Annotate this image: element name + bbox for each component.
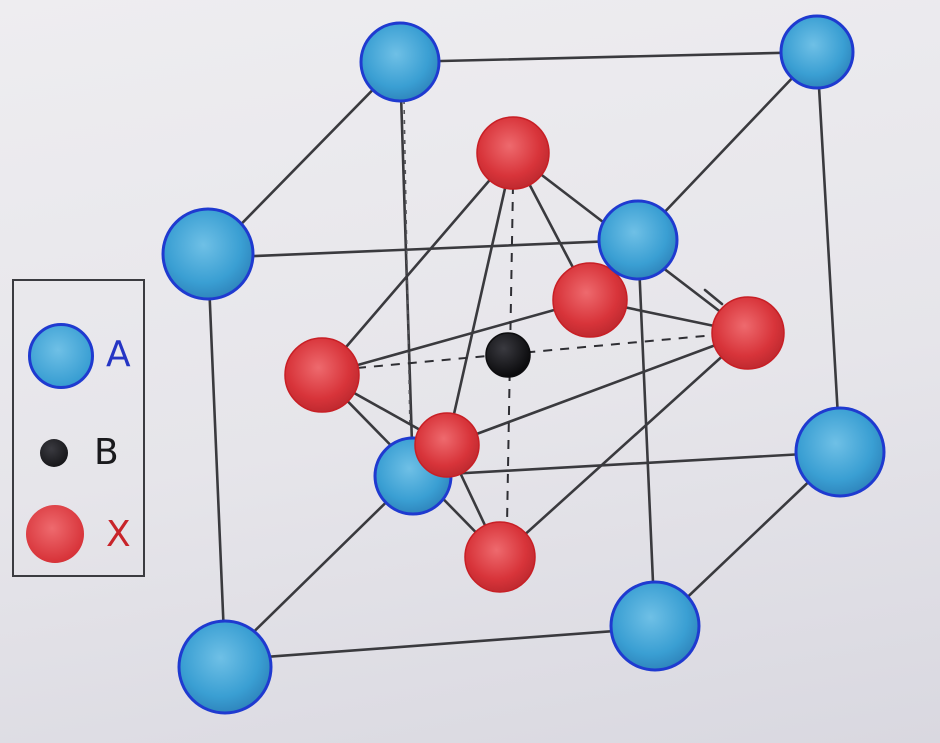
atom-a bbox=[609, 580, 701, 672]
legend-swatch-a bbox=[28, 323, 94, 389]
cube-edge bbox=[636, 238, 657, 630]
atom-x bbox=[284, 337, 360, 413]
atom-a bbox=[779, 14, 855, 90]
legend: A B X bbox=[12, 279, 145, 577]
cube-edge bbox=[411, 450, 842, 478]
atom-a bbox=[359, 21, 441, 103]
cube-edge bbox=[398, 60, 415, 478]
octahedron-edge bbox=[445, 151, 515, 447]
cube-edge bbox=[815, 50, 842, 454]
atom-x bbox=[711, 296, 785, 370]
octahedron-edge bbox=[498, 331, 750, 559]
cube-edge bbox=[636, 50, 819, 242]
octahedron-edge bbox=[445, 331, 750, 447]
legend-swatch-x bbox=[26, 505, 84, 563]
cube-edge bbox=[398, 50, 819, 64]
horizontal-axis bbox=[356, 334, 716, 369]
atom-a bbox=[597, 199, 679, 281]
atom-x bbox=[476, 116, 550, 190]
atom-a bbox=[794, 406, 886, 498]
x-atoms-back bbox=[476, 116, 785, 370]
a-atoms-front bbox=[161, 207, 701, 715]
cube-edge bbox=[223, 474, 415, 662]
atom-a bbox=[161, 207, 255, 301]
cube-edge bbox=[206, 256, 227, 662]
x-atoms-front bbox=[284, 337, 536, 593]
cube-edge bbox=[223, 626, 657, 662]
legend-swatch-b bbox=[40, 439, 68, 467]
legend-label-a: A bbox=[106, 334, 131, 375]
atom-x bbox=[464, 521, 536, 593]
octahedron-edge bbox=[703, 288, 724, 306]
a-atoms-back bbox=[359, 14, 855, 103]
octahedron-edge bbox=[320, 298, 592, 377]
octahedron-edge bbox=[320, 151, 515, 377]
cube-edge bbox=[206, 238, 640, 260]
atom-b bbox=[485, 332, 531, 378]
atom-x bbox=[414, 412, 480, 478]
legend-label-b: B bbox=[94, 432, 119, 473]
atom-a bbox=[177, 619, 273, 715]
atom-x bbox=[552, 262, 628, 338]
legend-label-x: X bbox=[106, 514, 131, 555]
